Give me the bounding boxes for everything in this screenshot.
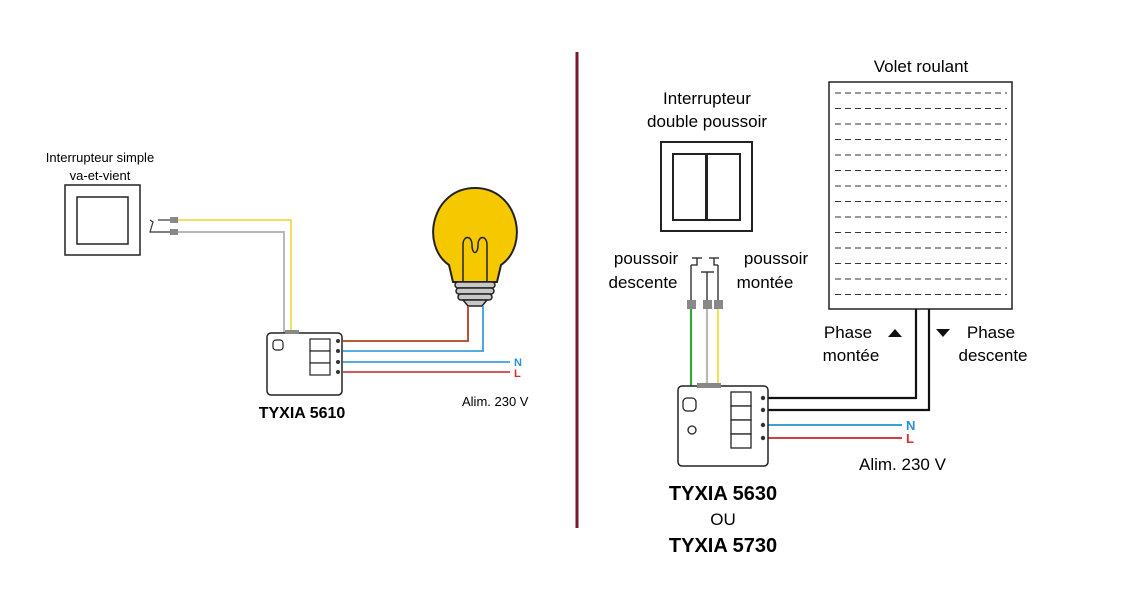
wire-grey — [178, 231, 285, 333]
live-label: L — [514, 368, 521, 380]
supply-label: Alim. 230 V — [859, 455, 947, 474]
shutter-label: Volet roulant — [874, 57, 969, 76]
push-down-label-line2: descente — [609, 273, 678, 292]
arrow-up-icon — [888, 329, 902, 337]
neutral-label: N — [514, 357, 522, 369]
double-switch-label-line2: double poussoir — [647, 112, 767, 131]
supply-label: Alim. 230 V — [462, 394, 529, 409]
terminal-connector — [687, 300, 696, 309]
terminal-connector — [714, 300, 723, 309]
push-up-label-line1: poussoir — [744, 249, 809, 268]
push-up-label-line2: montée — [737, 273, 794, 292]
arrow-down-icon — [936, 329, 950, 337]
switch-contacts — [149, 219, 170, 233]
terminal-connector — [170, 229, 178, 235]
push-button-symbols — [690, 257, 719, 300]
phase-down-label-line2: descente — [959, 346, 1028, 365]
wire-brown — [343, 306, 469, 342]
wire-phase-up — [766, 309, 918, 400]
push-down-label-line1: poussoir — [614, 249, 679, 268]
tyxia-5610-module — [266, 330, 343, 396]
simple-switch-label-line2: va-et-vient — [70, 168, 131, 183]
wire-phase-down — [766, 309, 931, 412]
module-name-5610: TYXIA 5610 — [259, 405, 346, 422]
phase-up-label-line1: Phase — [824, 323, 872, 342]
tyxia-5630-module — [677, 383, 769, 467]
terminal-connector — [170, 217, 178, 223]
module-name-5730: TYXIA 5730 — [669, 535, 777, 557]
neutral-label: N — [906, 418, 915, 433]
simple-switch-label-line1: Interrupteur simple — [46, 150, 154, 165]
wire-yellow — [178, 219, 292, 333]
module-name-5630: TYXIA 5630 — [669, 483, 777, 505]
double-push-switch — [660, 141, 753, 232]
phase-up-label-line2: montée — [823, 346, 880, 365]
wire-blue — [343, 306, 484, 352]
shutter-slats — [835, 92, 1007, 295]
light-bulb-icon — [432, 186, 518, 307]
simple-switch — [64, 184, 141, 256]
module-or: OU — [710, 510, 736, 529]
roller-shutter — [828, 81, 1013, 310]
live-label: L — [906, 431, 914, 446]
phase-down-label-line1: Phase — [967, 323, 1015, 342]
double-switch-label-line1: Interrupteur — [663, 89, 751, 108]
terminal-connector — [703, 300, 712, 309]
